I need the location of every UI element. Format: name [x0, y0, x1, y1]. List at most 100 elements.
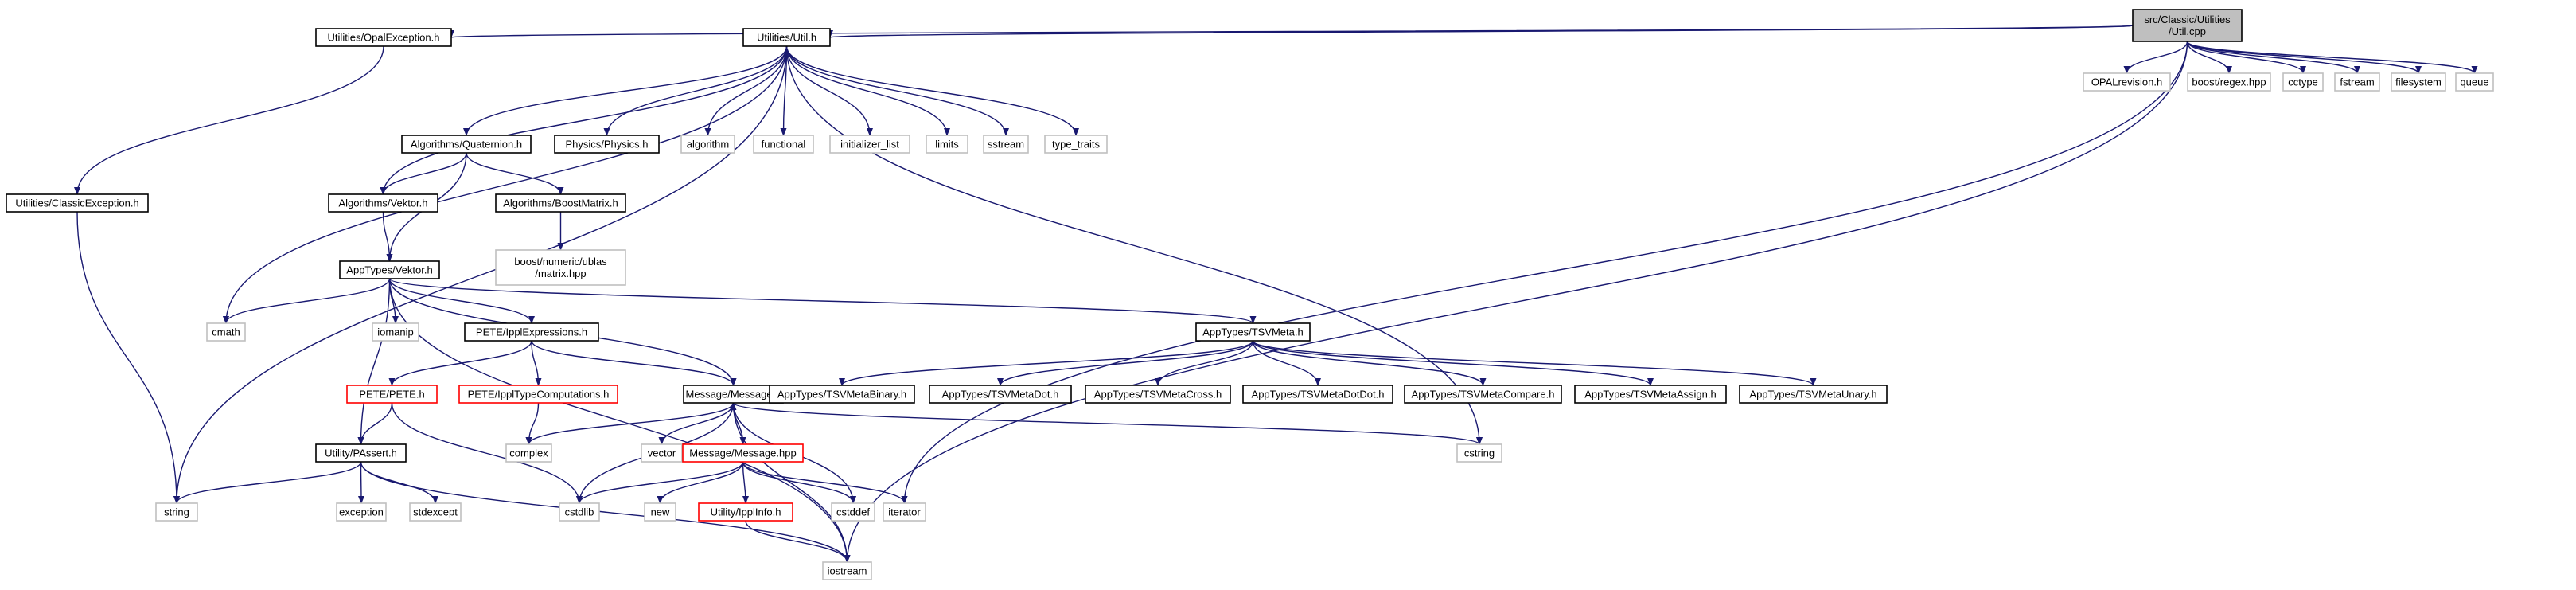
node-root-box: [2132, 9, 2243, 42]
node-tsvunary[interactable]: AppTypes/TSVMetaUnary.h: [1739, 385, 1888, 404]
node-vector-label: vector: [648, 447, 676, 459]
node-ipplinfo[interactable]: Utility/IpplInfo.h: [698, 502, 793, 522]
edge-tsvmeta-to-tsvdot: [997, 340, 1254, 386]
node-cctype: cctype: [2282, 72, 2324, 92]
node-opalrev: OPALrevision.h: [2083, 72, 2171, 92]
edge-peteh-to-cstdlib: [391, 402, 583, 504]
node-complex-label: complex: [509, 447, 548, 459]
edge-tsvmeta-to-tsvcross: [1155, 340, 1254, 386]
node-iterator: iterator: [883, 502, 926, 522]
node-tsvdotdot[interactable]: AppTypes/TSVMetaDotDot.h: [1242, 385, 1393, 404]
node-initlist: initializer_list: [829, 135, 910, 154]
edge-tsvmeta-to-tsvunary: [1252, 340, 1817, 386]
node-classexc-label: Utilities/ClassicException.h: [15, 197, 138, 209]
edge-messagehpp-to-new: [657, 461, 744, 504]
node-appvektor-box: [339, 260, 440, 279]
node-cstddef-label: cstddef: [836, 506, 870, 518]
node-iterator-label: iterator: [888, 506, 921, 518]
node-ipplexpr[interactable]: PETE/IpplExpressions.h: [464, 322, 599, 342]
node-exception-label: exception: [339, 506, 384, 518]
edge-algvektor-to-appvektor: [382, 211, 393, 262]
node-boostmatrix[interactable]: Algorithms/BoostMatrix.h: [495, 193, 626, 213]
edge-messagehpp-to-iterator: [742, 461, 908, 504]
node-tsvassign-box: [1574, 385, 1727, 404]
node-tsvmeta-label: AppTypes/TSVMeta.h: [1202, 326, 1303, 338]
node-ublas: boost/numeric/ublas/matrix.hpp: [495, 249, 626, 286]
node-exception: exception: [336, 502, 387, 522]
node-utilh[interactable]: Utilities/Util.h: [742, 28, 831, 47]
node-string-box: [155, 502, 198, 522]
edge-utilh-to-cmath: [223, 45, 788, 324]
node-vector: vector: [641, 443, 683, 463]
node-algvektor[interactable]: Algorithms/Vektor.h: [328, 193, 438, 213]
node-opalrev-box: [2083, 72, 2171, 92]
node-tsvcompare[interactable]: AppTypes/TSVMetaCompare.h: [1404, 385, 1562, 404]
edge-utilh-to-algorithm: [704, 45, 788, 136]
node-ippltype-box: [458, 385, 618, 404]
node-cstdlib: cstdlib: [559, 502, 600, 522]
node-messagehpp[interactable]: Message/Message.hpp: [682, 443, 804, 463]
node-exception-box: [336, 502, 387, 522]
node-sstream-box: [983, 135, 1029, 154]
node-peteh[interactable]: PETE/PETE.h: [346, 385, 438, 404]
node-limits-label: limits: [935, 139, 959, 150]
node-cstddef-box: [831, 502, 875, 522]
edge-appvektor-to-passert: [357, 278, 391, 445]
node-algvektor-box: [328, 193, 438, 213]
node-physics[interactable]: Physics/Physics.h: [554, 135, 660, 154]
node-stdexcept-box: [409, 502, 462, 522]
node-passert-label: Utility/PAssert.h: [325, 447, 397, 459]
edge-root-to-cctype: [2186, 41, 2306, 74]
edge-appvektor-to-cmath: [223, 278, 391, 324]
node-cctype-label: cctype: [2288, 76, 2318, 88]
node-quat[interactable]: Algorithms/Quaternion.h: [401, 135, 532, 154]
node-cmath-box: [206, 322, 246, 342]
node-root[interactable]: src/Classic/Utilities/Util.cpp: [2132, 9, 2243, 42]
node-opalexc-label: Utilities/OpalException.h: [328, 32, 440, 44]
node-ublas-label: boost/numeric/ublas: [514, 256, 607, 268]
node-tsvbinary-box: [769, 385, 915, 404]
node-root-label: src/Classic/Utilities: [2144, 14, 2231, 25]
node-tsvassign[interactable]: AppTypes/TSVMetaAssign.h: [1574, 385, 1727, 404]
node-functional: functional: [753, 135, 814, 154]
node-appvektor[interactable]: AppTypes/Vektor.h: [339, 260, 440, 279]
node-functional-label: functional: [762, 139, 806, 150]
node-messagehpp-box: [682, 443, 804, 463]
edge-root-to-iterator: [901, 41, 2188, 504]
node-passert[interactable]: Utility/PAssert.h: [315, 443, 407, 463]
node-initlist-box: [829, 135, 910, 154]
node-iostream-label: iostream: [828, 565, 867, 577]
node-tsvmeta[interactable]: AppTypes/TSVMeta.h: [1195, 322, 1311, 342]
node-complex: complex: [505, 443, 552, 463]
node-stdexcept-label: stdexcept: [413, 506, 458, 518]
node-tsvcross-box: [1085, 385, 1231, 404]
edge-utilh-to-string: [173, 45, 788, 504]
edge-utilh-to-initlist: [785, 45, 873, 136]
node-tsvcross[interactable]: AppTypes/TSVMetaCross.h: [1085, 385, 1231, 404]
edge-root-to-opalexc: [450, 25, 2134, 38]
node-ublas-label: /matrix.hpp: [535, 268, 586, 279]
node-opalexc-box: [315, 28, 452, 47]
edge-root-to-utilh: [828, 25, 2134, 38]
node-ippltype[interactable]: PETE/IpplTypeComputations.h: [458, 385, 618, 404]
node-fstream: fstream: [2334, 72, 2380, 92]
edge-tsvmeta-to-tsvassign: [1252, 340, 1654, 386]
node-iostream-box: [822, 561, 872, 580]
node-messageh[interactable]: Message/Message.h: [683, 385, 784, 404]
edge-utilh-to-typetraits: [785, 45, 1079, 136]
node-regex-label: boost/regex.hpp: [2192, 76, 2266, 88]
node-tsvdot[interactable]: AppTypes/TSVMetaDot.h: [929, 385, 1072, 404]
edge-ipplexpr-to-peteh: [388, 340, 532, 386]
node-root-label: /Util.cpp: [2169, 25, 2206, 37]
edge-messageh-to-cstring: [732, 402, 1483, 445]
node-physics-label: Physics/Physics.h: [565, 139, 648, 150]
node-tsvbinary[interactable]: AppTypes/TSVMetaBinary.h: [769, 385, 915, 404]
node-ipplexpr-box: [464, 322, 599, 342]
node-fstream-label: fstream: [2340, 76, 2374, 88]
node-classexc[interactable]: Utilities/ClassicException.h: [6, 193, 149, 213]
node-tsvmeta-box: [1195, 322, 1311, 342]
node-opalexc[interactable]: Utilities/OpalException.h: [315, 28, 452, 47]
node-tsvdot-box: [929, 385, 1072, 404]
node-functional-box: [753, 135, 814, 154]
node-tsvdotdot-box: [1242, 385, 1393, 404]
